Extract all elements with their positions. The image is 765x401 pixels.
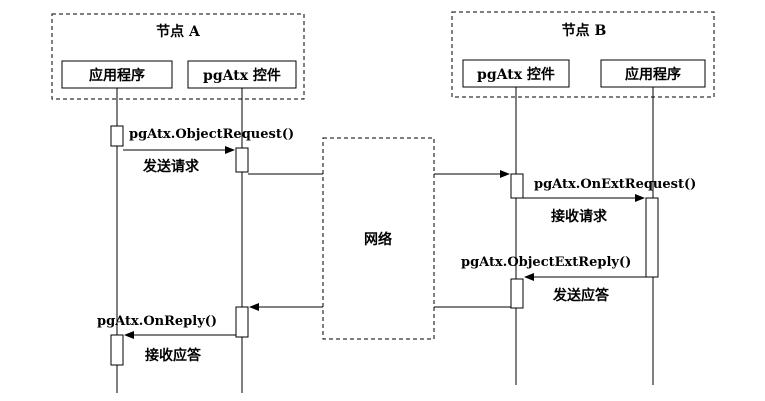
activation-b-ctrl-1 <box>510 173 524 199</box>
node-b: 节点 B pgAtx 控件 应用程序 <box>451 11 715 98</box>
node-b-title: 节点 B <box>562 22 607 39</box>
node-a: 节点 A 应用程序 pgAtx 控件 <box>51 13 305 100</box>
node-a-ctrl-label: pgAtx 控件 <box>203 67 281 84</box>
label-receive-reply: 接收应答 <box>145 347 202 364</box>
activation-a-app-2 <box>110 334 124 366</box>
label-object-ext-reply: pgAtx.ObjectExtReply() <box>461 255 631 270</box>
node-a-ctrl-box <box>187 60 297 89</box>
label-object-request: pgAtx.ObjectRequest() <box>129 127 294 142</box>
node-b-ctrl-label: pgAtx 控件 <box>477 66 555 83</box>
node-a-frame <box>51 13 305 100</box>
label-send-reply: 发送应答 <box>552 287 610 304</box>
activation-a-app-1 <box>110 125 124 147</box>
node-b-ctrl-box <box>462 59 570 88</box>
node-b-app-box <box>600 59 706 88</box>
activation-b-app-1 <box>645 197 659 278</box>
network-label: 网络 <box>364 231 392 248</box>
activation-a-ctrl-2 <box>235 306 249 338</box>
activation-b-ctrl-2 <box>510 278 524 309</box>
network-box <box>322 137 435 340</box>
label-on-ext-request: pgAtx.OnExtRequest() <box>534 177 696 192</box>
node-b-app-label: 应用程序 <box>625 66 681 83</box>
node-a-title: 节点 A <box>156 23 201 40</box>
node-b-frame <box>451 11 715 98</box>
label-on-reply: pgAtx.OnReply() <box>97 314 217 329</box>
node-a-app-label: 应用程序 <box>89 67 145 84</box>
label-receive-request: 接收请求 <box>551 208 608 225</box>
activation-a-ctrl-1 <box>235 147 249 173</box>
label-send-request: 发送请求 <box>142 158 200 175</box>
